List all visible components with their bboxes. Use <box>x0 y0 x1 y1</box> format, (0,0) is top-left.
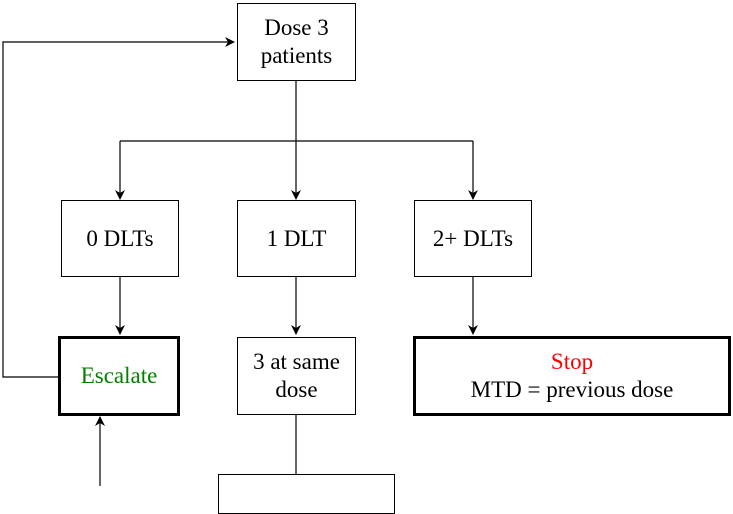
next-step-box <box>218 474 395 514</box>
stop-label: Stop <box>550 349 594 374</box>
dose-3-patients-box: Dose 3 patients <box>237 3 356 81</box>
arrow-escalate-loop-to-dose <box>2 37 235 378</box>
mtd-label: MTD = previous dose <box>470 377 674 402</box>
escalate-label: Escalate <box>80 363 158 388</box>
dose-box-line-2: patients <box>260 43 333 68</box>
one-dlt-label: 1 DLT <box>266 225 327 251</box>
two-plus-dlts-box: 2+ DLTs <box>414 200 532 277</box>
zero-dlts-box: 0 DLTs <box>61 200 179 277</box>
flowchart-connectors <box>2 37 478 486</box>
dose-box-line-1: Dose 3 <box>264 15 329 40</box>
same-dose-line-2: dose <box>275 377 318 402</box>
zero-dlts-label: 0 DLTs <box>86 225 154 251</box>
escalate-box: Escalate <box>58 336 180 416</box>
stop-box: Stop MTD = previous dose <box>413 336 731 416</box>
one-dlt-box: 1 DLT <box>237 200 356 277</box>
two-plus-dlts-label: 2+ DLTs <box>432 225 514 251</box>
same-dose-box: 3 at same dose <box>237 337 356 415</box>
same-dose-line-1: 3 at same <box>253 349 340 374</box>
